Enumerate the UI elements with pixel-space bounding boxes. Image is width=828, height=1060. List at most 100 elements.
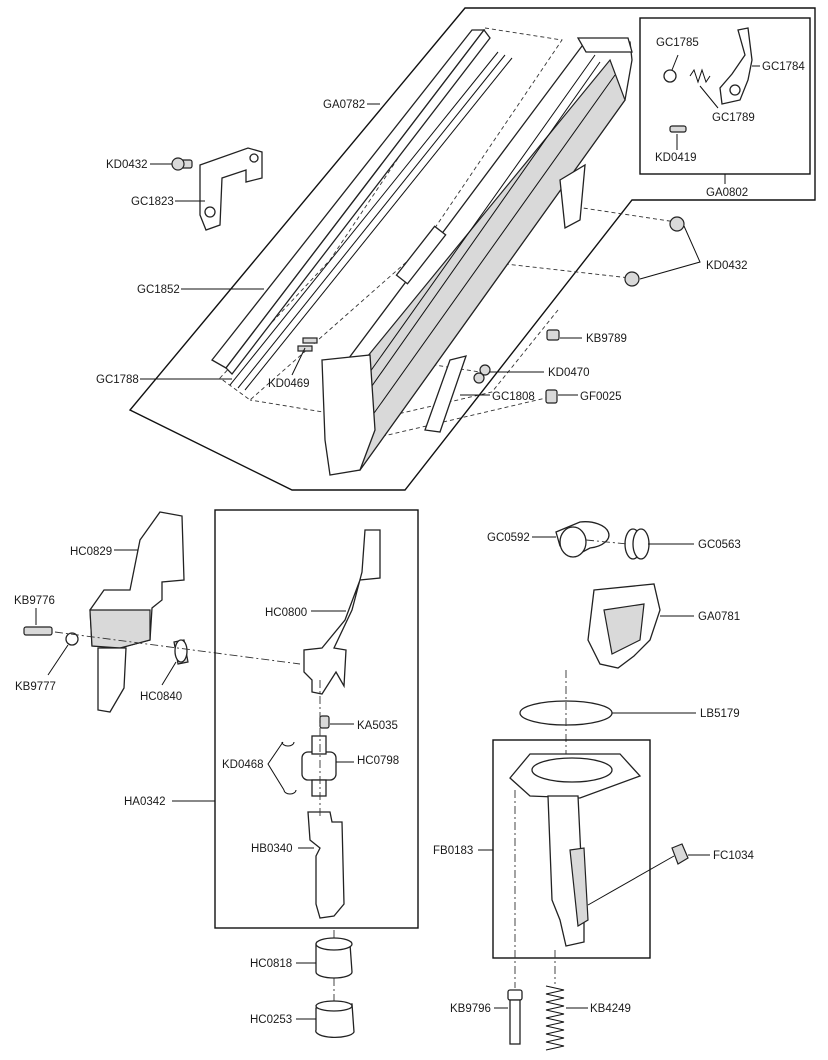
latch-gc1784-hole xyxy=(729,84,741,96)
wire-gc1788-c xyxy=(244,57,513,391)
seal-gc0563-b xyxy=(632,528,650,560)
magazine-front-end xyxy=(321,354,376,476)
label-kb9796: KB9796 xyxy=(450,1003,491,1015)
spring-gc1789 xyxy=(689,68,711,84)
bracket-gc1823 xyxy=(199,147,263,231)
axis-seals xyxy=(585,539,629,545)
leader-hc0840 xyxy=(161,661,177,686)
pin-ka5035 xyxy=(319,715,330,729)
sleeve-hc0253-top xyxy=(315,1000,353,1012)
label-hc0829: HC0829 xyxy=(70,546,112,558)
label-kb9776: KB9776 xyxy=(14,595,55,607)
cylinder-fb0183-body xyxy=(547,795,585,947)
label-kd0432-right: KD0432 xyxy=(706,260,748,272)
label-gc0563: GC0563 xyxy=(698,539,741,551)
roller-hc0798 xyxy=(301,751,337,781)
label-hb0340: HB0340 xyxy=(251,843,293,855)
leader-gc1785 xyxy=(671,54,679,71)
screw-kd0469-a xyxy=(302,337,318,344)
label-ha0342: HA0342 xyxy=(124,796,166,808)
roller-hc0798-shaft xyxy=(311,735,327,755)
screw-kd0432-right-b xyxy=(624,271,640,287)
label-hc0798: HC0798 xyxy=(357,755,399,767)
magazine-assembly-outline xyxy=(128,7,816,491)
nut-kd0470-b xyxy=(473,372,485,384)
label-gc1808: GC1808 xyxy=(492,391,535,403)
driver-assembly-box xyxy=(214,509,419,929)
bumper-hc0818-top xyxy=(315,937,353,951)
washer-hc0840-face xyxy=(174,639,188,663)
driver-assembly-group: HC0800 KA5035 KD0468 HC0798 HA0342 HB034… xyxy=(124,509,419,929)
label-ka5035: KA5035 xyxy=(357,720,398,732)
axis-guard xyxy=(54,631,301,665)
latch-gc1784 xyxy=(719,27,753,105)
cylinder-fb0183-bore xyxy=(531,757,613,783)
label-kd0469: KD0469 xyxy=(268,378,310,390)
screw-kd0432-right-a xyxy=(669,216,685,232)
label-kd0468: KD0468 xyxy=(222,759,264,771)
label-gc1789: GC1789 xyxy=(712,112,755,124)
lever-hc0800 xyxy=(303,529,381,695)
label-fc1034: FC1034 xyxy=(713,850,755,862)
label-hc0800: HC0800 xyxy=(265,607,307,619)
clip-fc1034 xyxy=(671,843,689,865)
guard-hc0829-leg xyxy=(97,647,127,713)
ring-kd0468-a xyxy=(281,741,295,747)
label-ga0802: GA0802 xyxy=(706,187,748,199)
ring-kd0468-b xyxy=(283,789,297,795)
label-kb9789: KB9789 xyxy=(586,333,627,345)
spring-kb4249 xyxy=(545,985,565,1051)
bolt-kb9776 xyxy=(23,626,53,636)
bolt-kb9796-shaft xyxy=(509,999,521,1045)
label-kb4249: KB4249 xyxy=(590,1003,631,1015)
label-ga0781: GA0781 xyxy=(698,611,740,623)
bumper-hc0818 xyxy=(315,943,353,979)
label-gc1788: GC1788 xyxy=(96,374,139,386)
bushing-gc1785 xyxy=(663,69,677,83)
plate-gc1808 xyxy=(424,355,468,433)
label-gc1852: GC1852 xyxy=(137,284,180,296)
leader-kd0468 xyxy=(267,741,285,791)
magazine-line-1 xyxy=(349,54,596,401)
wire-gc1788-b xyxy=(237,54,506,389)
wire-gc1788-a xyxy=(229,51,499,386)
nut-kd0470-a xyxy=(479,364,491,376)
bracket-gc1823-hole xyxy=(204,206,216,218)
sleeve-hc0253 xyxy=(315,1003,355,1039)
label-kb9777: KB9777 xyxy=(15,681,56,693)
bolt-kb9796-head xyxy=(507,989,523,1001)
screw-kd0419 xyxy=(669,125,687,133)
rail-gc1852-edge xyxy=(225,28,491,375)
screw-dash-1 xyxy=(562,204,677,223)
pin-dash xyxy=(374,396,551,439)
trigger-ga0781-side xyxy=(603,603,645,655)
cylinder-group: GC0592 GC0563 GA0781 LB5179 FB0183 FC103… xyxy=(433,521,755,1051)
leader-gc1789 xyxy=(699,85,719,109)
driver-hb0340 xyxy=(307,811,345,919)
label-hc0253: HC0253 xyxy=(250,1014,292,1026)
leader-fc1034 xyxy=(587,855,675,906)
screw-kd0432-top-head xyxy=(171,157,185,171)
label-kd0419: KD0419 xyxy=(655,152,697,164)
roller-hc0798-bottom xyxy=(311,779,327,797)
pin-gf0025 xyxy=(545,389,558,404)
label-kd0432-top: KD0432 xyxy=(106,159,148,171)
label-ga0782: GA0782 xyxy=(323,99,365,111)
magazine-window xyxy=(395,225,447,285)
magazine-line-3 xyxy=(361,74,616,431)
label-kd0470: KD0470 xyxy=(548,367,590,379)
body-dash-outline xyxy=(249,309,559,421)
label-gc0592: GC0592 xyxy=(487,532,530,544)
washer-kb9777 xyxy=(65,632,79,646)
sleeve-gc0592-body xyxy=(559,526,587,558)
leader-kd0469 xyxy=(291,347,306,376)
leader-kd0432-right xyxy=(639,225,701,280)
label-lb5179: LB5179 xyxy=(700,708,740,720)
label-gc1784: GC1784 xyxy=(762,61,805,73)
magazine-line-2 xyxy=(354,61,601,411)
label-hc0818: HC0818 xyxy=(250,958,292,970)
nose-guard-group: HC0829 KB9776 KB9777 HC0840 xyxy=(14,511,301,713)
bracket-gc1823-hole-2 xyxy=(249,153,259,163)
magazine-assembly-group: GA0782 KD0432 GC1823 GC1852 GC1788 KD046… xyxy=(96,7,816,491)
